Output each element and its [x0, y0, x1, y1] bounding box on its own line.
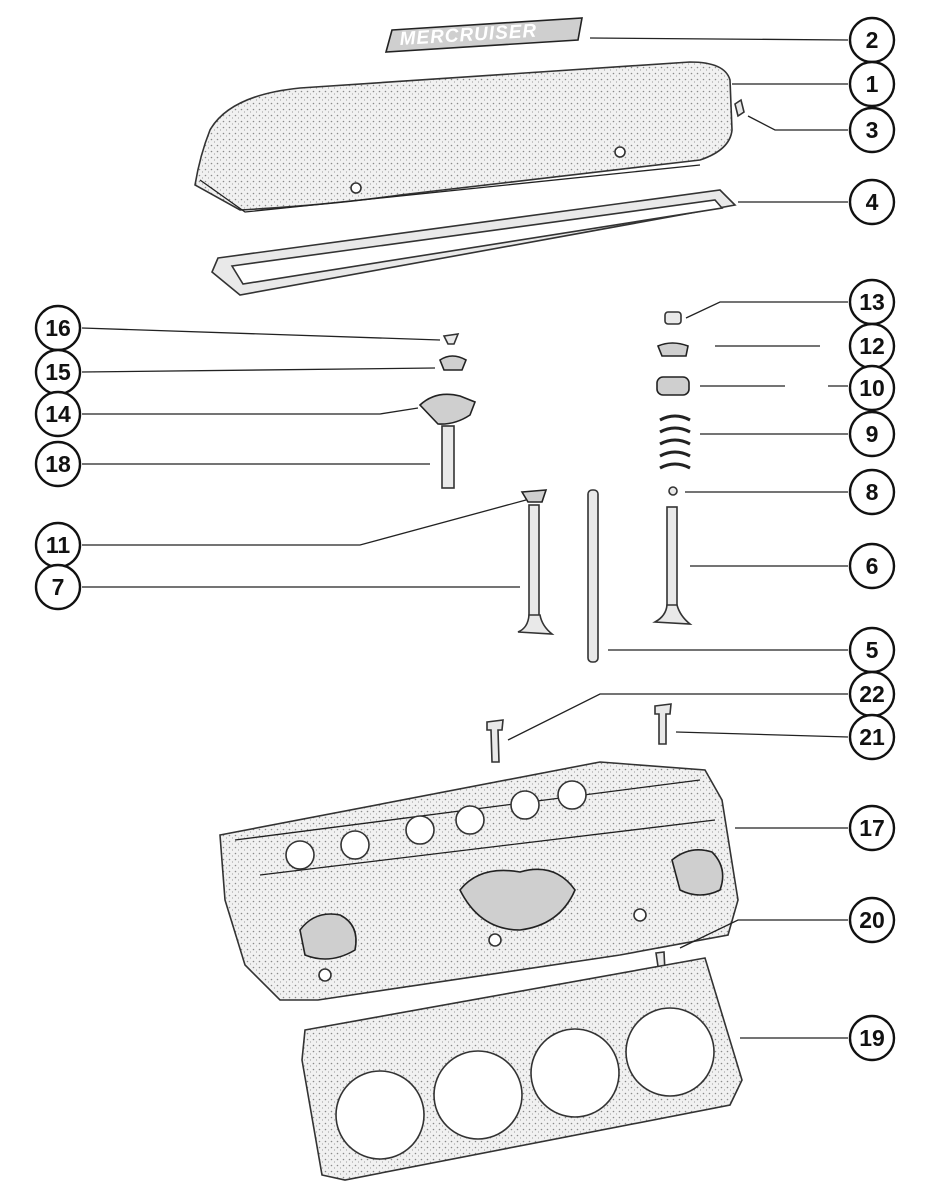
callout-15: 15: [34, 348, 82, 396]
callout-13: 13: [848, 278, 896, 326]
svg-text:9: 9: [866, 421, 879, 447]
leader-lines: [81, 37, 849, 1039]
callout-3: 3: [848, 106, 896, 154]
svg-text:2: 2: [866, 27, 879, 53]
svg-text:14: 14: [45, 401, 71, 427]
badge-text: MERCRUISER: [399, 21, 538, 50]
svg-text:13: 13: [859, 289, 885, 315]
callout-7: 7: [34, 563, 82, 611]
svg-text:16: 16: [45, 315, 71, 341]
head-gasket-part: [301, 957, 743, 1181]
svg-text:8: 8: [866, 479, 879, 505]
callout-5: 5: [848, 626, 896, 674]
callout-20: 20: [848, 896, 896, 944]
svg-text:19: 19: [859, 1025, 885, 1051]
callout-19: 19: [848, 1014, 896, 1062]
callout-9: 9: [848, 410, 896, 458]
intake-valve-part: [517, 489, 555, 635]
screw-part: [734, 98, 745, 118]
callout-21: 21: [848, 713, 896, 761]
svg-text:4: 4: [866, 189, 879, 215]
svg-text:1: 1: [866, 71, 879, 97]
callout-4: 4: [848, 178, 896, 226]
svg-text:12: 12: [859, 333, 885, 359]
callout-11: 11: [34, 521, 82, 569]
svg-text:5: 5: [866, 637, 879, 663]
bolts-part: [486, 703, 672, 763]
svg-text:20: 20: [859, 907, 885, 933]
svg-text:18: 18: [45, 451, 71, 477]
rocker-assembly-part: [418, 333, 477, 489]
svg-text:6: 6: [866, 553, 879, 579]
svg-text:21: 21: [859, 724, 885, 750]
badge-part: MERCRUISER: [384, 17, 583, 53]
svg-text:17: 17: [859, 815, 885, 841]
pushrod-part: [587, 489, 599, 663]
cylinder-head-part: [219, 761, 739, 1001]
cover-gasket-part: [211, 189, 737, 296]
callout-10: 10: [848, 364, 896, 412]
callout-16: 16: [34, 304, 82, 352]
svg-text:11: 11: [46, 532, 71, 558]
valve-spring-stack-part: [652, 311, 693, 625]
callout-12: 12: [848, 322, 896, 370]
callout-1: 1: [848, 60, 896, 108]
svg-text:7: 7: [52, 574, 65, 600]
callout-17: 17: [848, 804, 896, 852]
svg-text:15: 15: [45, 359, 71, 385]
callout-18: 18: [34, 440, 82, 488]
callout-6: 6: [848, 542, 896, 590]
callout-8: 8: [848, 468, 896, 516]
svg-text:10: 10: [859, 375, 885, 401]
svg-text:3: 3: [866, 117, 879, 143]
svg-text:22: 22: [859, 681, 885, 707]
callout-2: 2: [848, 16, 896, 64]
callout-22: 22: [848, 670, 896, 718]
callout-14: 14: [34, 390, 82, 438]
valve-spring-part: [659, 414, 691, 470]
valve-cover-part: [194, 61, 733, 213]
